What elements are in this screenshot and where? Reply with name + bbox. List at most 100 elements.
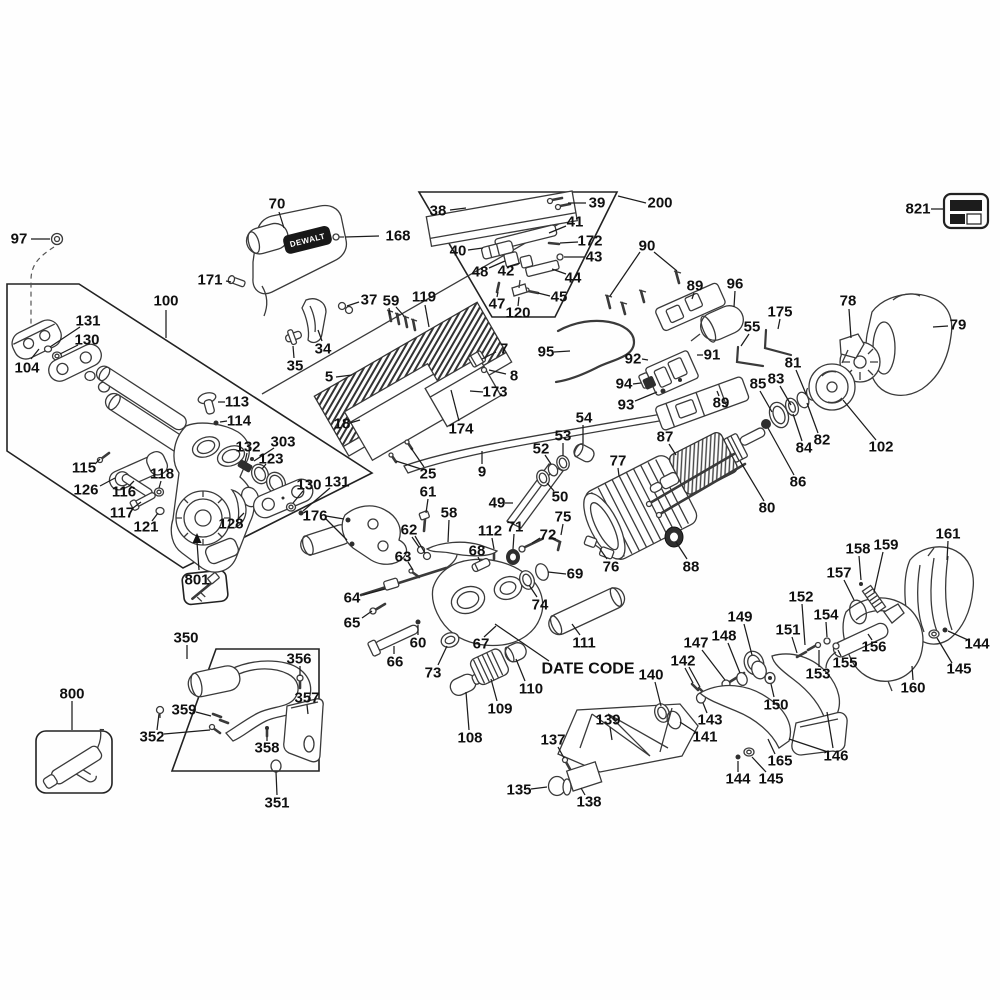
part-label-352: 352 <box>139 729 164 746</box>
leader-line-8 <box>488 369 507 375</box>
part-label-174: 174 <box>448 421 474 438</box>
armature-drawing <box>645 427 766 548</box>
leader-line-120 <box>517 296 520 307</box>
part-label-52: 52 <box>533 441 550 458</box>
part-label-79: 79 <box>950 317 967 334</box>
leader-line-92 <box>641 358 649 361</box>
leader-line-5 <box>335 374 353 378</box>
part-label-359: 359 <box>171 702 196 719</box>
leader-line-90 <box>653 251 678 272</box>
part-label-89: 89 <box>713 395 730 412</box>
leader-line-176 <box>325 515 345 520</box>
part-label-161: 161 <box>935 526 960 543</box>
part-label-72: 72 <box>540 527 557 544</box>
part-label-128: 128 <box>218 516 243 533</box>
part-label-143: 143 <box>697 712 722 729</box>
part-label-168: 168 <box>385 228 410 245</box>
leader-line-135 <box>530 786 548 790</box>
leader-line-102 <box>842 399 877 441</box>
part-label-80: 80 <box>759 500 776 517</box>
leader-line-86 <box>767 427 795 476</box>
part-label-55: 55 <box>744 319 761 336</box>
part-label-144: 144 <box>725 771 751 788</box>
part-label-43: 43 <box>586 249 603 266</box>
part-label-38: 38 <box>430 203 447 220</box>
leader-line-69 <box>547 571 567 575</box>
part-label-90: 90 <box>639 238 656 255</box>
leader-line-121 <box>151 512 159 522</box>
part-label-39: 39 <box>589 195 606 212</box>
leader-line-351 <box>275 771 278 796</box>
leader-line-25 <box>410 447 425 468</box>
leader-line-96 <box>733 290 736 308</box>
leader-line-63 <box>407 561 414 571</box>
leader-line-48 <box>488 260 506 269</box>
part-label-158: 158 <box>845 541 870 558</box>
leader-line-45 <box>537 292 551 297</box>
part-label-118: 118 <box>150 466 174 483</box>
part-label-132: 132 <box>235 439 260 456</box>
leader-line-59 <box>395 306 405 317</box>
leader-line-75 <box>560 523 564 536</box>
nameplate-821 <box>942 192 990 230</box>
part-label-154: 154 <box>813 607 839 624</box>
part-label-88: 88 <box>683 559 700 576</box>
leader-line-128 <box>237 512 245 520</box>
leader-line-115 <box>94 458 101 465</box>
part-label-139: 139 <box>595 712 620 729</box>
part-label-92: 92 <box>625 351 642 368</box>
leader-line-89 <box>716 390 720 397</box>
part-label-96: 96 <box>727 276 744 293</box>
leader-line-79 <box>932 325 949 328</box>
leader-line-114 <box>219 420 228 423</box>
part-label-146: 146 <box>823 748 848 765</box>
part-label-110: 110 <box>519 681 543 698</box>
leader-line-47 <box>496 291 499 298</box>
part-label-153: 153 <box>805 666 830 683</box>
leader-line-131 <box>49 326 81 348</box>
leader-line-72 <box>531 537 541 544</box>
handle-assembly-drawing <box>155 660 324 773</box>
part-label-126: 126 <box>73 482 98 499</box>
part-label-131: 131 <box>324 474 349 491</box>
leader-line-359 <box>195 711 212 717</box>
leader-line-132 <box>244 452 248 463</box>
part-label-171: 171 <box>197 272 222 289</box>
part-label-112: 112 <box>478 523 502 540</box>
leader-line-73 <box>437 645 448 666</box>
leader-line-123 <box>261 463 267 470</box>
leader-line-109 <box>490 678 498 702</box>
fence-group-drawing <box>425 190 579 297</box>
base-frame-drawing <box>547 650 848 797</box>
part-label-82: 82 <box>814 432 831 449</box>
part-label-37: 37 <box>361 292 378 309</box>
part-label-149: 149 <box>727 609 752 626</box>
leader-line-74 <box>528 584 538 598</box>
part-label-165: 165 <box>767 753 792 770</box>
part-label-200: 200 <box>647 195 672 212</box>
switch-cluster-drawing <box>554 270 793 431</box>
leader-line-76 <box>599 548 608 560</box>
part-label-159: 159 <box>873 537 898 554</box>
part-label-119: 119 <box>412 289 436 306</box>
part-label-358: 358 <box>254 740 279 757</box>
leader-line-171 <box>225 280 232 283</box>
part-label-75: 75 <box>555 509 572 526</box>
leader-line-61 <box>425 498 429 514</box>
leader-line-85 <box>759 390 773 413</box>
small-parts-top-drawing <box>227 233 418 346</box>
leader-line-71 <box>512 533 515 550</box>
leader-line-142 <box>684 667 694 684</box>
part-label-61: 61 <box>420 484 437 501</box>
part-label-175: 175 <box>767 304 792 321</box>
part-label-131: 131 <box>75 313 100 330</box>
leader-line-67 <box>483 625 497 638</box>
part-label-7: 7 <box>500 341 508 358</box>
leader-line-25 <box>395 460 422 470</box>
leader-line-40 <box>467 247 484 251</box>
part-label-53: 53 <box>555 428 572 445</box>
leader-line-168 <box>344 235 380 238</box>
leader-line-82 <box>806 402 819 434</box>
leader-line-34 <box>317 329 323 342</box>
